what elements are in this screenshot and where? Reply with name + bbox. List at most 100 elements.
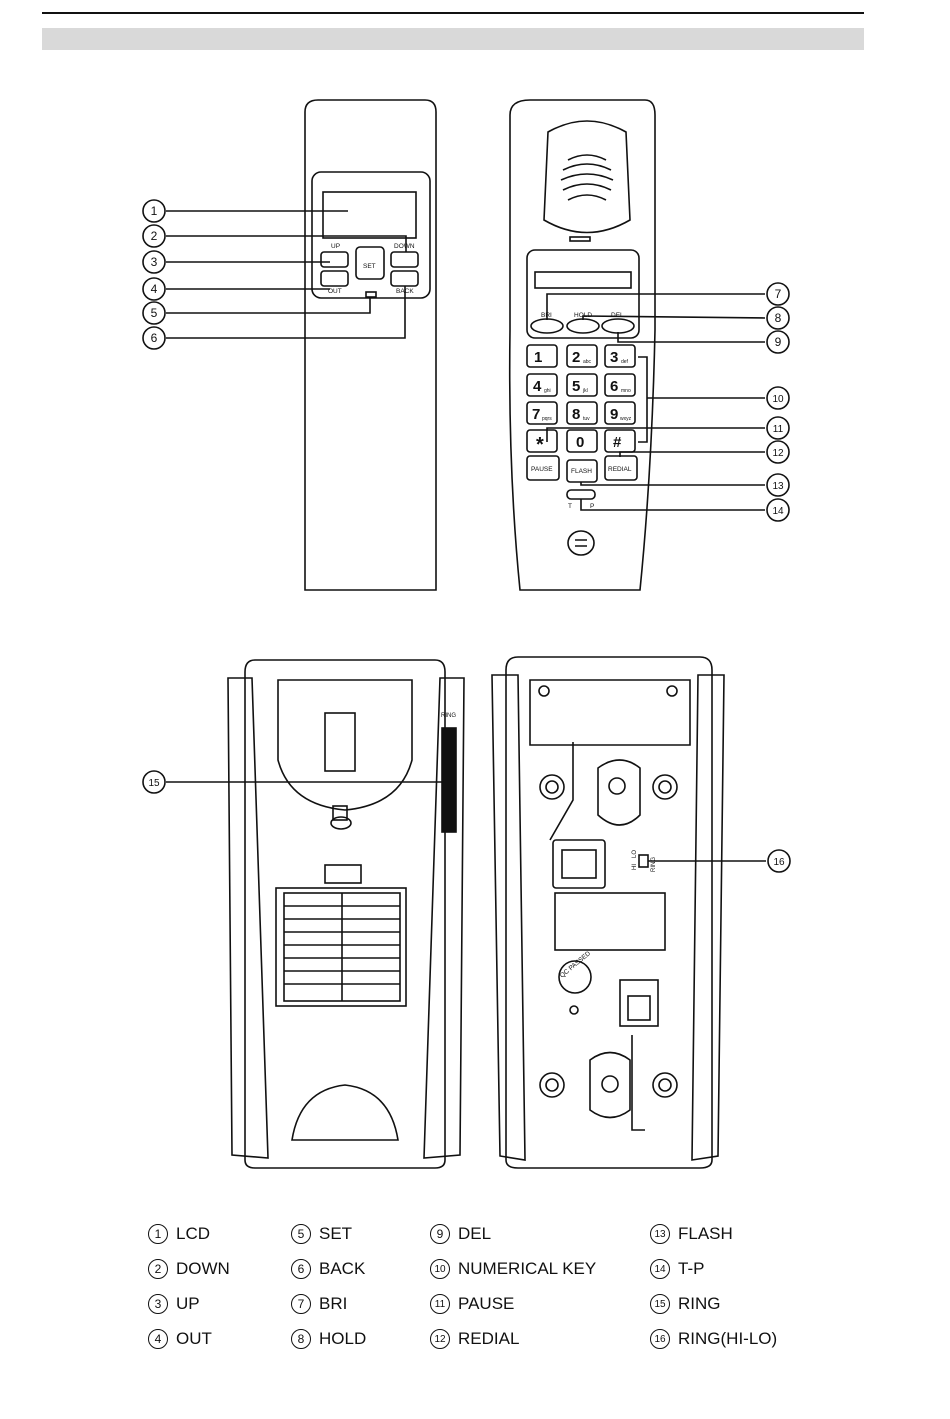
key-2: 2 [572,349,580,366]
key-3-sub: def [621,359,629,365]
callout-num-1: 1 [151,204,158,218]
legend-num: 5 [291,1224,311,1244]
legend-item-15: 15 RING [650,1292,721,1316]
p-label: P [590,503,594,510]
ring-switch-label: RING [651,857,657,872]
legend-label: RING(HI-LO) [678,1329,778,1348]
legend-item-8: 8 HOLD [291,1327,366,1351]
callout-circles [142,199,791,873]
key-6: 6 [610,378,618,395]
legend-item-12: 12 REDIAL [430,1327,519,1351]
callout-num-15: 15 [148,778,160,789]
key-5: 5 [572,378,580,395]
key-2-sub: abc [583,359,592,365]
base-left [166,659,465,1169]
key-4-sub: ghi [544,388,551,394]
key-3: 3 [610,349,618,366]
key-9: 9 [610,406,618,423]
callout-num-14: 14 [772,506,784,517]
key-4: 4 [533,378,542,395]
legend-num: 13 [650,1224,670,1244]
lo-label: LO [632,850,638,858]
callout-num-12: 12 [772,448,784,459]
callout-num-9: 9 [775,335,782,349]
key-6-sub: mno [621,388,631,394]
redial-label: REDIAL [608,466,632,473]
callout-num-7: 7 [775,287,782,301]
legend-num: 15 [650,1294,670,1314]
callout-num-5: 5 [151,306,158,320]
key-8: 8 [572,406,580,423]
legend-item-7: 7 BRI [291,1292,347,1316]
key-7: 7 [532,406,540,423]
callout-num-11: 11 [773,424,784,435]
legend-num: 1 [148,1224,168,1244]
legend-label: DEL [458,1224,492,1243]
key-5-sub: jkl [582,388,588,394]
legend-label: NUMERICAL KEY [458,1259,597,1278]
handset-front [508,99,766,591]
legend-label: OUT [176,1329,212,1348]
legend-label: PAUSE [458,1294,515,1313]
header-bar [42,28,864,50]
legend-num: 14 [650,1259,670,1279]
out-label: OUT [328,288,342,295]
legend-item-13: 13 FLASH [650,1222,733,1246]
callout-num-13: 13 [772,481,784,492]
legend-num: 8 [291,1329,311,1349]
handset-back [166,99,437,591]
legend-label: REDIAL [458,1329,520,1348]
callout-num-2: 2 [151,229,158,243]
key-0: 0 [576,434,584,451]
legend-label: FLASH [678,1224,733,1243]
base-right [491,656,766,1169]
legend-num: 6 [291,1259,311,1279]
bri-label: BRI [541,312,552,319]
phone-diagram: 1 2 3 4 5 6 7 8 9 10 11 12 13 14 15 16 U… [142,99,791,1169]
legend-num: 7 [291,1294,311,1314]
legend-item-6: 6 BACK [291,1257,365,1281]
key-1: 1 [534,349,542,366]
legend-item-10: 10 NUMERICAL KEY [430,1257,596,1281]
legend-label: BRI [319,1294,348,1313]
callout-num-4: 4 [151,282,158,296]
legend-label: UP [176,1294,200,1313]
key-9-sub: wxyz [620,416,632,422]
legend-num: 10 [430,1259,450,1279]
legend-num: 9 [430,1224,450,1244]
hold-label: HOLD [574,312,592,319]
key-star: * [536,434,544,456]
legend-item-14: 14 T-P [650,1257,704,1281]
callout-num-8: 8 [775,311,782,325]
legend-num: 16 [650,1329,670,1349]
pause-label: PAUSE [531,466,553,473]
ring-label: RING [441,713,456,719]
legend-label: HOLD [319,1329,367,1348]
legend-label: BACK [319,1259,366,1278]
back-label: BACK [396,288,414,295]
down-label: DOWN [394,243,415,250]
callout-num-6: 6 [151,331,158,345]
up-label: UP [331,243,340,250]
legend-num: 3 [148,1294,168,1314]
legend-label: RING [678,1294,721,1313]
legend-label: T-P [678,1259,705,1278]
flash-label: FLASH [571,468,592,475]
key-7-sub: pqrs [542,416,552,422]
legend-num: 12 [430,1329,450,1349]
top-rule [42,12,864,14]
set-label: SET [363,263,376,270]
legend-label: DOWN [176,1259,230,1278]
key-8-sub: tuv [583,416,590,422]
del-label: DEL [611,312,624,319]
legend-item-3: 3 UP [148,1292,200,1316]
hi-label: HI [632,864,638,870]
t-label: T [568,503,572,510]
callout-num-3: 3 [151,255,158,269]
